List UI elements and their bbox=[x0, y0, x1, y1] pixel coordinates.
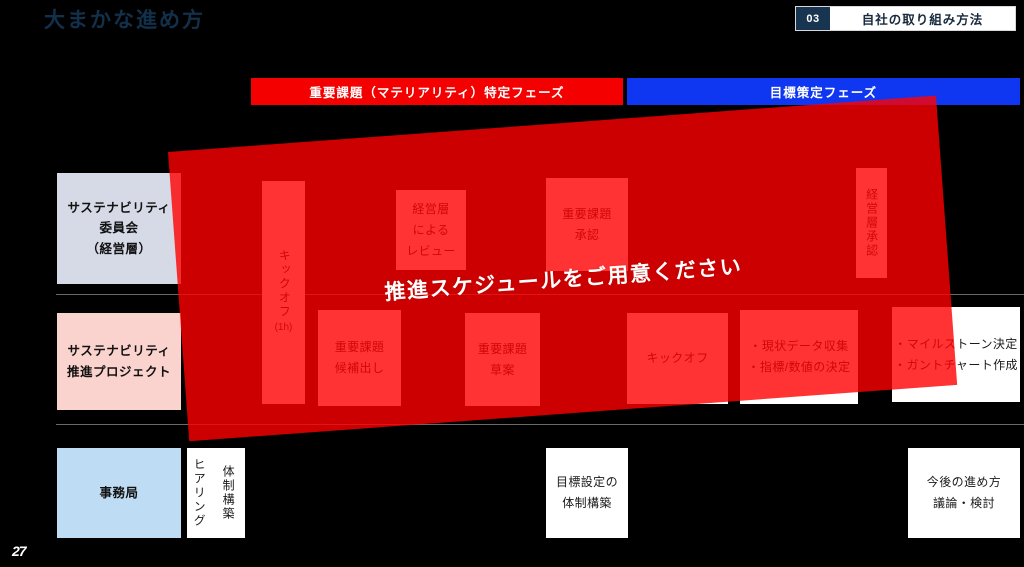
task-label-line: 経営層承認 bbox=[864, 188, 879, 258]
task-label-line: 経営層 bbox=[412, 201, 450, 216]
task-label-line: 議論・検討 bbox=[932, 496, 995, 510]
task-label-line: ・指標/数値の決定 bbox=[747, 360, 851, 374]
task-label-line: ・現状データ収集 bbox=[749, 339, 849, 353]
task-box-management-approval: 経営層承認 bbox=[856, 168, 887, 278]
row-label-line: サステナビリティ bbox=[67, 343, 171, 358]
task-box-materiality-candidates: 重要課題 候補出し bbox=[318, 310, 401, 406]
task-label-line: ヒアリング bbox=[192, 458, 207, 528]
task-label-line: 承認 bbox=[574, 227, 600, 242]
phase-bar-goal-setting: 目標策定フェーズ bbox=[627, 78, 1020, 105]
task-label-line: 体制構築 bbox=[221, 465, 236, 521]
task-label-line: ・ガントチャート作成 bbox=[894, 357, 1018, 372]
row-label-project: サステナビリティ 推進プロジェクト bbox=[57, 313, 181, 410]
task-label-line: 重要課題 bbox=[334, 340, 385, 354]
task-box-milestone-gantt: ・マイルストーン決定 ・ガントチャート作成 bbox=[892, 307, 1020, 402]
task-box-kickoff-2: キックオフ bbox=[627, 313, 728, 404]
task-box-next-steps: 今後の進め方 議論・検討 bbox=[908, 448, 1020, 538]
task-label-line: ・マイルストーン決定 bbox=[894, 336, 1018, 351]
task-box-hearing: ヒアリング bbox=[187, 448, 211, 538]
task-box-materiality-draft: 重要課題 草案 bbox=[465, 313, 540, 406]
row-label-line: 事務局 bbox=[99, 485, 139, 500]
row-separator-2 bbox=[56, 424, 1024, 425]
phase-bar-materiality: 重要課題（マテリアリティ）特定フェーズ bbox=[251, 78, 623, 105]
task-label-line: 草案 bbox=[490, 362, 515, 377]
task-label-line: 体制構築 bbox=[562, 496, 612, 510]
row-label-line: （経営層） bbox=[86, 241, 152, 256]
section-badge-label: 自社の取り組み方法 bbox=[830, 7, 1015, 30]
row-label-line: サステナビリティ bbox=[67, 200, 171, 215]
task-label-line: 目標設定の bbox=[555, 475, 618, 489]
task-label-line: 今後の進め方 bbox=[926, 475, 1002, 489]
task-box-materiality-approval: 重要課題 承認 bbox=[546, 178, 628, 271]
task-label-line: レビュー bbox=[406, 243, 456, 258]
row-separator-1 bbox=[56, 294, 1024, 295]
task-label-line: 候補出し bbox=[334, 361, 385, 375]
task-label-line: 重要課題 bbox=[477, 341, 528, 356]
row-label-secretariat: 事務局 bbox=[57, 448, 181, 538]
section-badge-number: 03 bbox=[796, 7, 830, 30]
section-badge: 03 自社の取り組み方法 bbox=[795, 6, 1016, 31]
page-number: 27 bbox=[12, 543, 27, 559]
task-label-line: キックオフ bbox=[646, 351, 709, 365]
row-label-line: 委員会 bbox=[99, 221, 139, 236]
task-box-kickoff-1: キックオフ (1h) bbox=[262, 181, 305, 404]
task-duration: (1h) bbox=[274, 321, 293, 333]
row-label-committee: サステナビリティ 委員会 （経営層） bbox=[57, 173, 181, 284]
task-box-data-collection: ・現状データ収集 ・指標/数値の決定 bbox=[740, 310, 858, 404]
task-box-goal-structure: 目標設定の 体制構築 bbox=[546, 448, 628, 538]
task-label-line: 重要課題 bbox=[562, 206, 612, 221]
task-label: キックオフ bbox=[277, 248, 292, 319]
task-label-line: による bbox=[412, 222, 450, 237]
page-title: 大まかな進め方 bbox=[44, 9, 205, 32]
task-box-structure-building: 体制構築 bbox=[211, 448, 245, 538]
row-label-line: 推進プロジェクト bbox=[66, 364, 171, 379]
task-box-management-review: 経営層 による レビュー bbox=[396, 190, 466, 270]
